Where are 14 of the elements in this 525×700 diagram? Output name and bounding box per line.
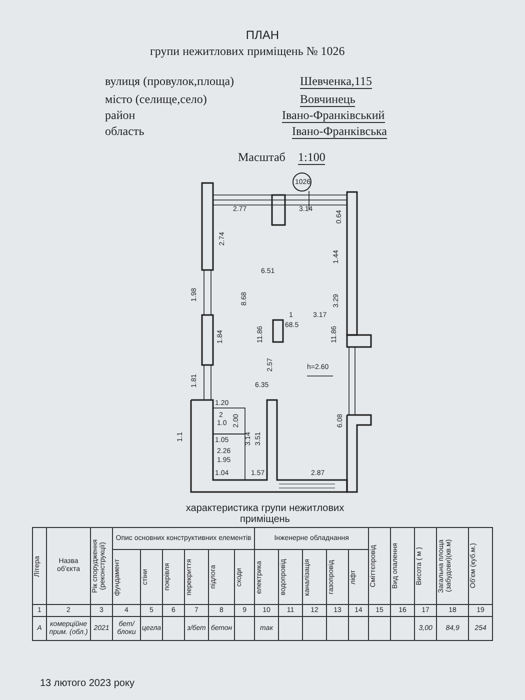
field-value: Івано-Франківський [282,108,385,123]
field-caption: місто (селище,село) [105,92,207,106]
field-caption: вулиця (провулок,площа) [105,74,234,88]
table-caption: характеристика групи нежитлових приміщень [184,503,346,525]
field-caption: район [105,108,136,122]
field-value: Вовчинець [300,92,356,107]
date-text: 13 лютого 2023 року [40,677,134,691]
scale-caption: Масштаб [238,150,286,164]
scale-value: 1:100 [298,150,326,165]
field-value: Шевченка,115 [300,74,372,89]
field-caption: область [105,124,144,138]
field-value: Івано-Франківська [292,124,388,139]
plan-title: ПЛАН [244,27,280,44]
subtitle: групи нежитлових приміщень № 1026 [150,44,345,58]
